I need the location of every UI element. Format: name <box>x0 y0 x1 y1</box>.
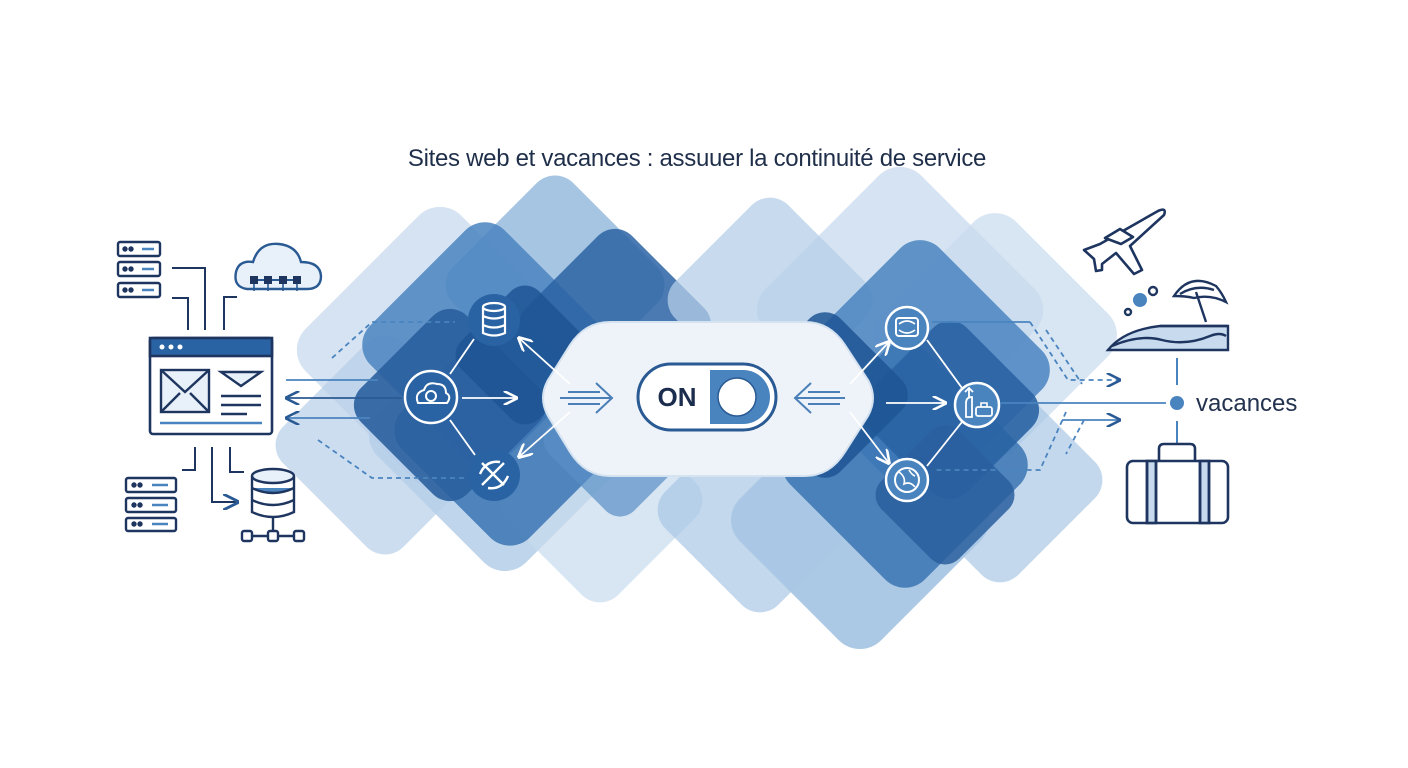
beach-icon <box>953 381 1001 429</box>
toggle-label: ON <box>658 382 697 412</box>
suitcase-icon <box>1125 442 1230 525</box>
monitor-icon <box>884 305 930 351</box>
right-flow-arrows <box>932 321 1166 471</box>
left-bottom-connectors <box>182 447 244 502</box>
left-cluster-connectors <box>449 339 571 456</box>
airplane-icon <box>1082 208 1167 276</box>
cloud-sync-icon <box>403 369 459 425</box>
diagram-title: Sites web et vacances : assuuer la conti… <box>408 145 986 172</box>
server-icon <box>124 476 178 533</box>
database-icon <box>468 294 520 346</box>
mail-icon <box>159 368 211 414</box>
sync-arrows-icon <box>468 449 520 501</box>
beach-umbrella-icon <box>1105 279 1230 352</box>
cloud-network-icon <box>234 242 323 291</box>
left-top-connectors <box>172 267 237 330</box>
left-flow-arrows <box>286 321 465 479</box>
bubble-arrows <box>560 382 845 414</box>
toggle-switch[interactable]: ON <box>636 362 778 432</box>
right-cluster-connectors <box>849 340 963 466</box>
server-rack-icon <box>116 240 162 299</box>
vacation-label: vacances <box>1196 390 1297 417</box>
globe-icon <box>884 457 930 503</box>
content-lines-icon <box>217 370 265 416</box>
vacation-node <box>1170 396 1184 410</box>
database-network-icon <box>240 467 306 543</box>
